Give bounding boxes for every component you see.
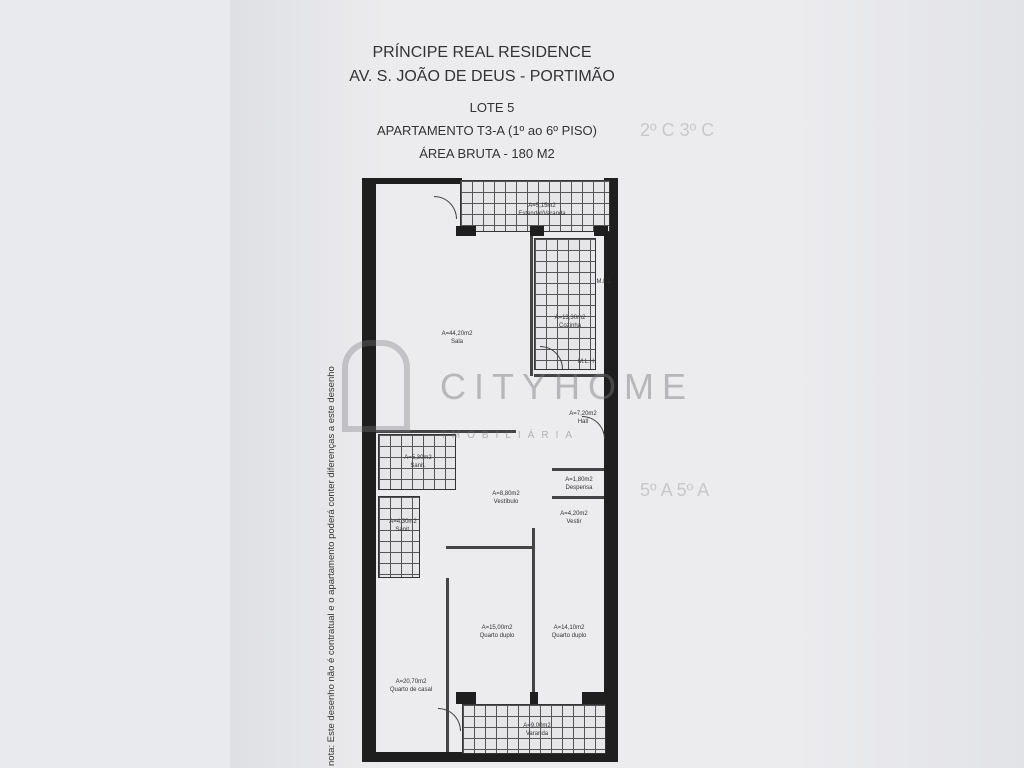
outer-wall	[604, 178, 618, 762]
area-label: ÁREA BRUTA - 180 M2	[419, 146, 555, 161]
document-title: PRÍNCIPE REAL RESIDENCE	[372, 44, 592, 61]
bathroom-1	[378, 434, 456, 490]
inner-wall	[552, 496, 604, 499]
pillar	[530, 692, 538, 704]
pillar	[456, 692, 476, 704]
watermark-logo-icon	[342, 340, 410, 432]
outer-wall	[362, 752, 618, 762]
apartment-label: APARTAMENTO T3-A (1º ao 6º PISO)	[377, 123, 597, 138]
inner-wall	[376, 430, 516, 433]
inner-wall	[446, 546, 532, 549]
inner-wall	[534, 374, 604, 377]
pillar	[594, 226, 608, 236]
lot-label: LOTE 5	[469, 100, 515, 115]
balcony-bottom	[462, 704, 606, 754]
door-swing	[434, 196, 457, 219]
bleed-through-text: 5º A 5º A	[640, 480, 710, 500]
door-swing	[438, 708, 461, 731]
appliance-mlh: M.L.H	[577, 359, 594, 365]
bleed-through-text: 2º C 3º C	[640, 120, 715, 140]
inner-wall	[532, 528, 535, 752]
watermark-brand: CITYHOME	[440, 366, 695, 407]
outer-wall	[362, 178, 376, 762]
disclaimer-note: nota: Este desenho não é contratual e o …	[326, 366, 337, 766]
appliance-mll: M.L.L	[596, 279, 612, 285]
watermark-sub: IMOBILIÁRIA	[442, 430, 580, 441]
pillar	[530, 226, 544, 236]
pillar	[456, 226, 476, 236]
balcony-top	[460, 180, 610, 232]
inner-wall	[530, 236, 533, 376]
inner-wall	[552, 468, 604, 471]
document-address: AV. S. JOÃO DE DEUS - PORTIMÃO	[349, 68, 615, 85]
inner-wall	[446, 578, 449, 752]
bathroom-2	[378, 496, 420, 578]
pillar	[582, 692, 606, 704]
outer-wall	[362, 178, 462, 184]
